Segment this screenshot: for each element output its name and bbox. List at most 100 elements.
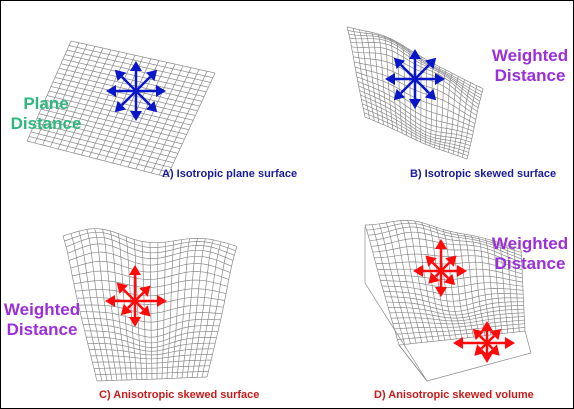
label-line1: Plane <box>23 94 69 113</box>
arrow-shaft <box>134 300 145 311</box>
arrow-shaft <box>120 90 137 107</box>
mesh-line <box>72 270 229 280</box>
red-arrows-c <box>105 265 167 327</box>
arrow-head <box>409 99 421 109</box>
mesh-line <box>381 285 524 295</box>
arrow-head <box>385 73 395 85</box>
arrow-head <box>489 328 502 341</box>
mesh-line <box>364 116 468 160</box>
mesh-line <box>389 308 524 319</box>
mesh-line <box>357 81 474 132</box>
arrow-shaft <box>440 270 449 279</box>
mesh-line <box>70 40 216 74</box>
arrow-head <box>157 295 167 307</box>
mesh-line <box>364 224 400 346</box>
mesh-line <box>89 348 214 356</box>
mesh-line <box>358 85 473 136</box>
mesh-line <box>93 365 210 369</box>
mesh-line <box>372 245 523 267</box>
arrow-head <box>425 255 437 267</box>
arrow-head <box>139 305 151 317</box>
label-line1: Weighted <box>491 234 569 253</box>
blue-arrows-a <box>106 61 166 121</box>
mesh-line <box>368 226 522 256</box>
mesh-line <box>84 330 218 344</box>
mesh-line <box>62 58 207 93</box>
mesh-line <box>70 261 231 273</box>
arrow-shaft <box>414 63 431 80</box>
arrow-head <box>428 272 440 284</box>
mesh-line <box>397 327 525 340</box>
mesh-line <box>62 228 238 247</box>
mesh-line <box>83 324 220 338</box>
mesh-line <box>68 45 213 79</box>
panel-c-label: Weighted Distance <box>3 300 81 340</box>
arrow-shaft <box>414 78 431 95</box>
mesh-line <box>92 359 212 364</box>
arrow-head <box>481 353 493 363</box>
mesh-line <box>34 122 176 159</box>
panel-a-label: Plane Distance <box>7 94 85 134</box>
mesh-line <box>360 94 472 143</box>
mesh-line <box>65 236 235 256</box>
mesh-line <box>75 288 227 297</box>
volume-front-edge <box>426 330 532 382</box>
arrow-head <box>481 321 493 331</box>
mesh-line <box>46 95 189 131</box>
arrow-head <box>393 57 406 70</box>
mesh-line <box>363 107 469 153</box>
mesh-line <box>26 140 168 178</box>
arrow-head <box>435 239 447 249</box>
panel-b-caption: B) Isotropic skewed surface <box>410 168 557 180</box>
arrow-head <box>114 100 127 113</box>
mesh-line <box>78 304 224 314</box>
arrow-head <box>129 317 141 327</box>
mesh-line <box>383 291 524 302</box>
mesh-line <box>69 251 232 267</box>
mesh-line <box>81 317 221 331</box>
arrow-shaft <box>431 261 442 272</box>
label-line2: Distance <box>494 254 566 273</box>
arrow-head <box>435 73 445 85</box>
arrow-head <box>409 49 421 59</box>
arrow-head <box>443 273 456 286</box>
arrow-head <box>424 57 437 70</box>
arrow-head <box>105 295 115 307</box>
arrow-shaft <box>135 90 152 107</box>
mesh-line <box>30 131 172 168</box>
mesh-line <box>44 99 187 135</box>
mesh-line <box>359 90 472 140</box>
arrow-shaft <box>486 342 494 350</box>
mesh-line <box>90 354 213 360</box>
mesh-line <box>369 231 522 260</box>
arrow-head <box>156 85 166 97</box>
arrow-head <box>145 69 158 82</box>
label-line2: Distance <box>494 66 566 85</box>
mesh-line <box>385 296 524 308</box>
volume-corner-edge <box>398 344 428 382</box>
arrow-head <box>130 111 142 121</box>
panel-c-caption: C) Anisotropic skewed surface <box>99 389 260 401</box>
arrow-head <box>114 69 127 82</box>
mesh-line <box>36 117 178 154</box>
mesh-line <box>391 312 525 322</box>
arrow-head <box>445 255 457 267</box>
blue-arrows-b <box>385 49 445 109</box>
panel-d-label: Weighted Distance <box>485 234 573 274</box>
mesh-line <box>64 231 236 252</box>
arrow-shaft <box>440 261 451 272</box>
arrow-shaft <box>122 288 136 302</box>
mesh-line <box>371 224 406 345</box>
mesh-line <box>87 342 216 352</box>
arrow-head <box>472 328 485 341</box>
mesh-line <box>54 77 198 112</box>
label-line2: Distance <box>6 320 78 339</box>
red-arrows-d <box>413 239 515 363</box>
arrow-head <box>424 88 437 101</box>
arrow-shaft <box>120 75 137 92</box>
mesh-line <box>28 136 170 173</box>
